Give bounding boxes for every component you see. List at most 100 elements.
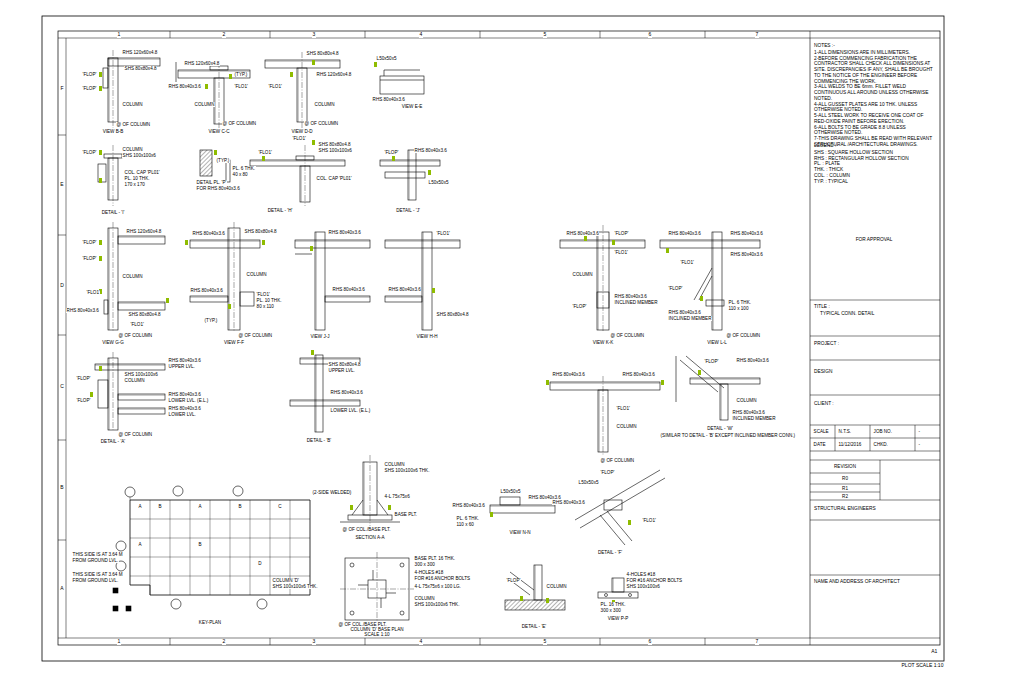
drawing-label: R1 [841,486,848,491]
beam-wall [118,303,165,304]
plate-outline [598,592,638,598]
drawing-label: 'FLO1' [292,136,306,141]
beam-outline [660,240,760,248]
panel-heading: LEGEND :- [814,143,934,149]
drawing-label: 'FLOP' [82,256,97,261]
title-block-line [810,360,940,361]
drawing-label: FROM GROUND LVL. [72,558,119,563]
title-block-panel: NAME AND ADDRESS OF ARCHITECT [812,578,936,588]
drawing-label: UPPER LVL. [168,364,195,369]
drawing-label: A [138,542,142,547]
drawing-label: DETAIL - 'H' [267,208,293,213]
drawing-label: 4 [419,32,423,38]
column-wall [298,68,299,122]
key-plan-grid [130,557,310,558]
level-marker [698,370,701,375]
drawing-label: RHS 80x40x3.6 [732,410,765,415]
panel-text: TYPICAL CONN. DETAIL [820,311,934,317]
drawing-label: DETAIL - 'E' [521,624,547,629]
drawing-label: RHS 80x40x3.6 [552,372,585,377]
beam-wall [325,297,370,298]
plate-outline [103,68,108,88]
title-block-panel: PROJECT : [812,340,936,350]
beam-wall [300,359,360,360]
title-block-line [810,520,940,521]
column-wall [535,565,536,600]
inclined-member [358,585,368,586]
level-marker [546,380,549,385]
zone-tick [58,540,66,541]
drawing-label: 3 [312,32,316,38]
drawing-label: 'FLO1' [86,290,100,295]
column-wall [598,232,599,330]
drawing-label: 4-L 75x75x6 [384,494,410,499]
zone-tick [600,638,601,645]
beam-outline [108,58,160,66]
key-plan-grid [190,500,191,595]
panel-text: 4-ALL GUSSET PLATES ARE 10 THK. UNLESS O… [814,102,934,114]
grid-bubble [350,563,354,567]
beam-wall [385,241,460,242]
drawing-label: - [918,442,921,447]
drawing-label: RHS 80x40x3.6 [414,148,447,153]
drawing-label: RHS 80x40x3.6 [614,294,647,299]
level-marker [546,598,549,603]
drawing-label: L50x50x5 [428,180,449,185]
drawing-label: 7 [755,639,759,645]
beam-wall [295,241,370,242]
key-plan-grid [130,576,310,577]
drawing-label: A [138,504,142,509]
panel-text: PL. : PLATE [814,161,934,167]
level-marker [99,256,102,261]
drawing-label: SHS 80x80x4.8 [318,142,351,147]
drawing-label: D [258,561,263,566]
panel-text: 3-ALL WELDS TO BE 6mm. FILLET WELD CONTI… [814,84,934,101]
drawing-label: B [158,504,162,509]
drawing-label: REVISION [833,464,856,469]
drawing-label: SHS 100x100x6 [318,148,352,153]
panel-text: THK. : THICK [814,167,934,173]
drawing-label: 'FLO1' [642,518,656,523]
drawing-label: RHS 80x40x3.6 [730,252,763,257]
beam-wall [190,241,260,242]
zone-tick [480,638,481,645]
grid-bubble [400,611,404,615]
drawing-label: 'FLO1' [680,260,694,265]
drawing-label: DATE [813,442,826,447]
drawing-label: RHS 80x40x3.6 [452,503,485,508]
drawing-label: KEY-PLAN [198,620,222,625]
plate-outline [706,300,724,306]
bubble-leader [130,497,131,500]
drawing-label: COLUMN [384,462,405,467]
title-block-line [810,395,940,396]
panel-heading: TITLE : [814,304,934,310]
drawing-label: 'FLOP' [506,578,521,583]
drawing-label: 'FLOP' [572,304,587,309]
drawing-label: COLUMN [572,272,593,277]
level-marker [432,288,435,293]
drawing-label: 110 x 60 [456,522,474,527]
drawing-label: UPPER LVL. [328,368,355,373]
steel-line [295,254,312,255]
column-wall [316,355,317,432]
grid-bubble [400,563,404,567]
drawing-label: BASE PLT. 16 THK. [414,556,456,561]
inclined-member [377,500,388,515]
level-marker [612,240,615,245]
level-marker [392,156,395,161]
title-block-line [810,438,940,439]
title-block-line [810,460,940,461]
drawing-label: SHS 80x80x4.8 [306,51,339,56]
column-outline [534,565,542,600]
title-block-panel: DESIGN [812,368,936,378]
beam-wall [190,297,228,298]
drawing-label: FROM GROUND LVL. [72,578,119,583]
title-block-line [870,425,871,451]
beam-wall [660,241,760,242]
beam-outline [190,240,260,248]
drawing-label: VIEW G-G [102,340,125,345]
inclined-member [352,500,363,515]
drawing-label: VIEW P-P [607,616,629,621]
plate-outline [98,380,108,408]
beam-outline [385,240,460,248]
